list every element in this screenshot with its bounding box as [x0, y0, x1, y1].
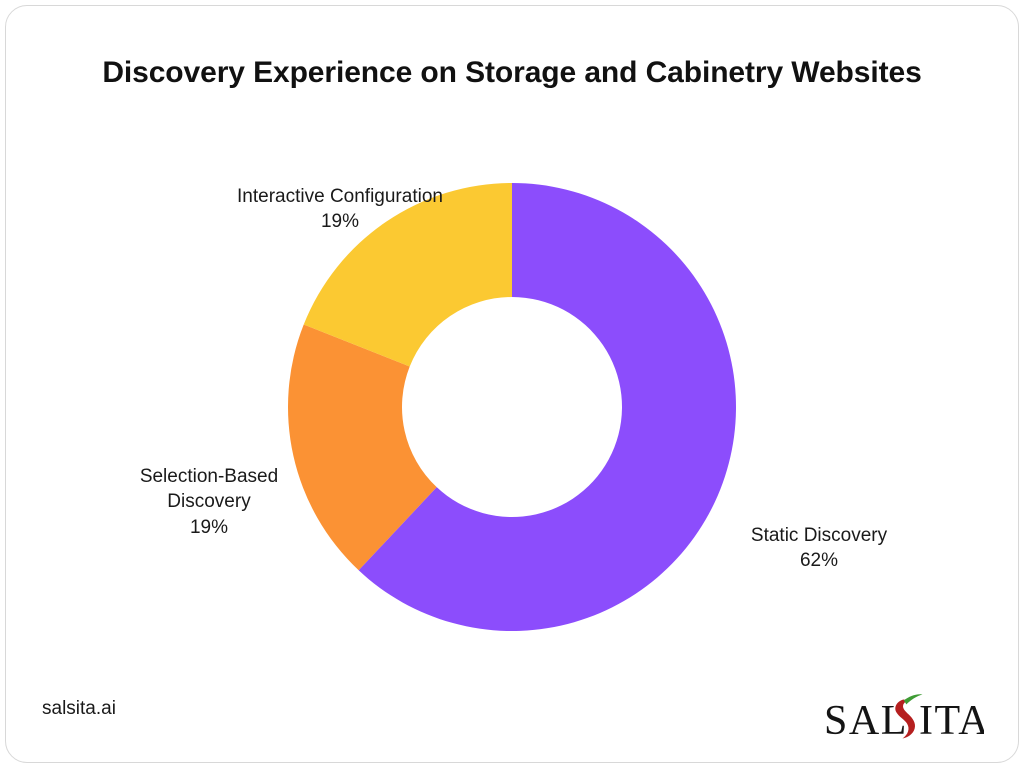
slice-label-percent: 19% — [189, 516, 229, 538]
slice-label-name: Selection-Based Discovery — [139, 465, 279, 513]
slice-label-static-discovery: Static Discovery 62% — [704, 497, 934, 600]
slice-label-interactive-configuration: Interactive Configuration 19% — [200, 158, 480, 261]
donut-slice[interactable]: Selection-Based Discovery 19% — [288, 324, 437, 571]
slice-label-percent: 19% — [320, 211, 360, 233]
salsita-logo-text-left: SAL — [824, 698, 908, 744]
slice-label-selection-based-discovery: Selection-Based Discovery 19% — [104, 438, 314, 566]
slice-label-name: Static Discovery — [750, 524, 888, 546]
slice-label-name: Interactive Configuration — [237, 185, 443, 207]
footer-website-text: salsita.ai — [42, 698, 116, 719]
slice-label-percent: 62% — [799, 550, 839, 572]
salsita-logo-svg: SAL ITA — [824, 694, 984, 744]
chili-pepper-icon — [895, 694, 923, 739]
donut-slice[interactable]: Static Discovery 62% — [358, 183, 736, 631]
page-title: Discovery Experience on Storage and Cabi… — [102, 56, 922, 89]
salsita-logo-text-right: ITA — [919, 698, 984, 744]
donut-slice[interactable]: Interactive Configuration 19% — [303, 183, 512, 367]
salsita-logo: SAL ITA — [824, 688, 984, 744]
